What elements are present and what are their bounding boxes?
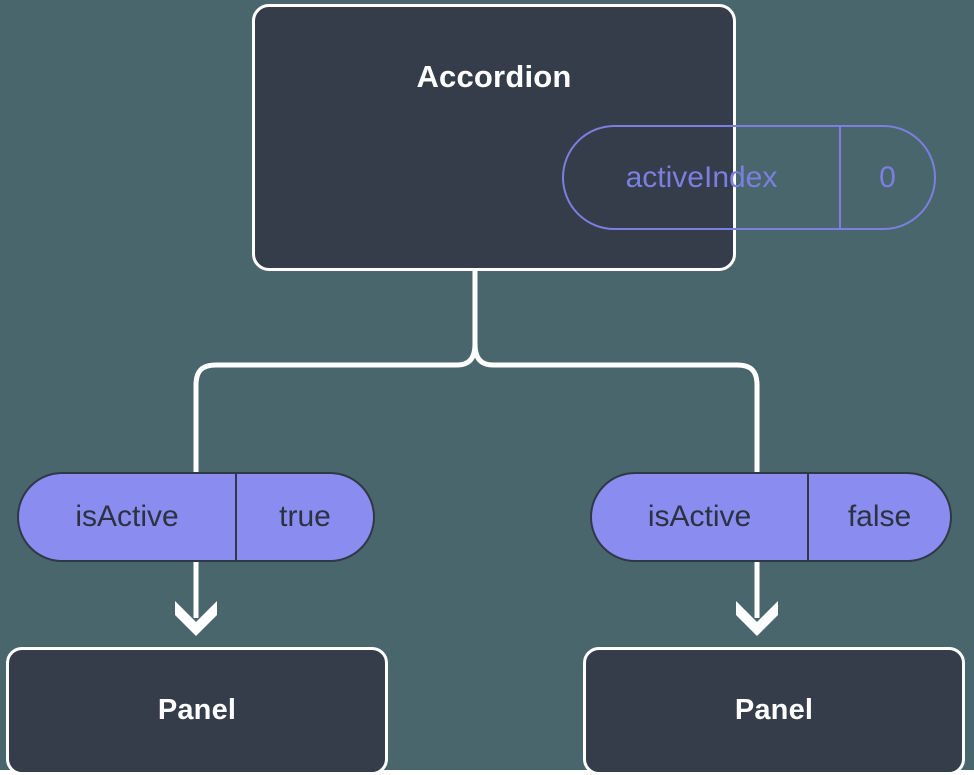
node-accordion-title: Accordion (416, 59, 572, 94)
prop-pill-is-active-false-key: isActive (592, 474, 809, 560)
prop-pill-is-active-false-value: false (847, 500, 912, 533)
prop-pill-is-active-true-value: true (279, 500, 331, 533)
prop-pill-active-index-value: 0 (879, 160, 896, 194)
prop-pill-active-index[interactable]: activeIndex 0 (562, 125, 936, 230)
prop-pill-is-active-true[interactable]: isActive true (17, 472, 375, 562)
prop-pill-is-active-false[interactable]: isActive false (590, 472, 952, 562)
node-panel-left-title: Panel (157, 694, 237, 726)
edge-trunk-fork (193, 271, 478, 472)
node-panel-right-title: Panel (734, 694, 814, 726)
edge-fork-right (472, 343, 760, 472)
node-panel-right[interactable]: Panel (583, 647, 965, 775)
node-panel-left[interactable]: Panel (6, 647, 388, 775)
prop-pill-is-active-true-key: isActive (19, 474, 237, 560)
prop-pill-active-index-key: activeIndex (564, 127, 841, 228)
node-accordion[interactable]: Accordion activeIndex 0 (252, 4, 936, 271)
arrow-left-head (175, 601, 217, 636)
arrow-right-head (736, 601, 778, 636)
